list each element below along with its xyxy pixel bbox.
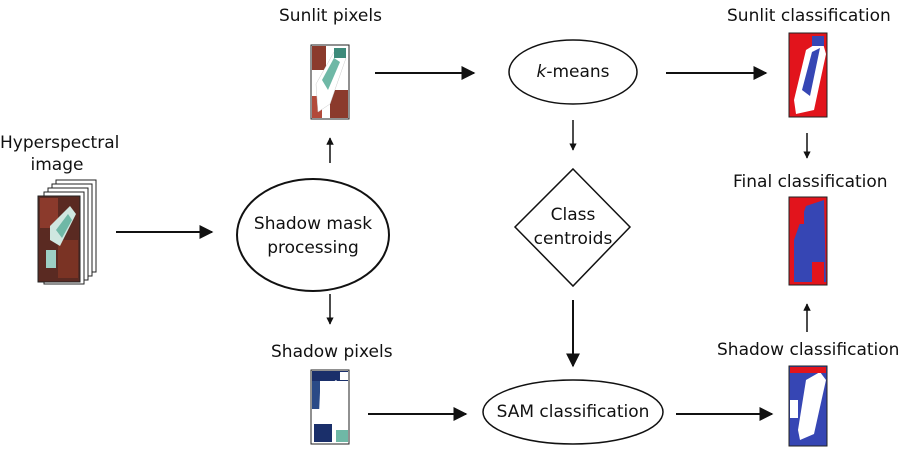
hyperspectral-line2: image <box>30 155 84 175</box>
centroids-text: Class centroids <box>523 203 623 251</box>
shadow-classification-label: Shadow classification <box>717 340 900 360</box>
shadow-mask-ellipse <box>236 178 390 292</box>
kmeans-rest: -means <box>546 62 610 82</box>
hyperspectral-image-label: Hyperspectral image <box>0 132 120 176</box>
sunlit-classification-image <box>788 32 828 118</box>
kmeans-ellipse <box>508 39 638 105</box>
shadow-mask-text: Shadow mask processing <box>243 212 383 260</box>
hyperspectral-line1: Hyperspectral <box>0 133 120 153</box>
final-classification-image <box>788 196 828 286</box>
shadow-classification-image <box>788 365 828 447</box>
kmeans-italic-k: k <box>536 62 547 82</box>
sunlit-pixels-label: Sunlit pixels <box>279 6 382 26</box>
shadow-mask-line2: processing <box>267 238 359 258</box>
hyperspectral-image-stack <box>37 179 97 285</box>
shadow-pixels-label: Shadow pixels <box>271 342 393 362</box>
centroids-diamond <box>513 167 632 288</box>
shadow-mask-line1: Shadow mask <box>253 214 373 234</box>
final-classification-label: Final classification <box>733 172 888 192</box>
sunlit-classification-label: Sunlit classification <box>727 6 891 26</box>
centroids-line1: Class <box>550 205 596 225</box>
centroids-line2: centroids <box>533 229 613 249</box>
sunlit-pixels-image <box>310 44 350 120</box>
shadow-pixels-image <box>310 369 350 445</box>
sam-text: SAM classification <box>496 402 650 422</box>
sam-ellipse <box>482 379 664 445</box>
kmeans-text: k-means <box>513 60 633 84</box>
